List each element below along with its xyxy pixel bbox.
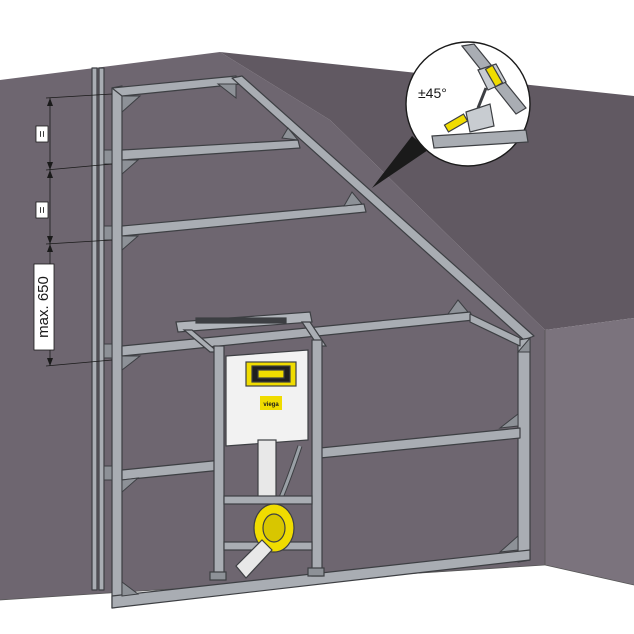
brand-text: viega — [263, 402, 279, 408]
upright-left — [111, 85, 123, 609]
bracket — [121, 95, 142, 114]
bracket — [121, 477, 140, 494]
dim-ext-3 — [45, 239, 113, 245]
detail-callout: ±45° — [372, 41, 531, 188]
cross-rail-2 — [121, 203, 367, 237]
bracket — [121, 159, 140, 176]
equal-mark-upper: = — [35, 130, 49, 137]
upright-right — [517, 337, 531, 563]
wall-rail-left — [91, 67, 98, 591]
detail-yellow-clip-upper — [484, 64, 504, 88]
floor — [0, 565, 634, 634]
bracket — [121, 581, 140, 597]
callout-detail — [431, 43, 529, 149]
bracket — [516, 336, 531, 353]
bracket — [121, 355, 142, 372]
side-wall — [545, 318, 634, 585]
bracket — [121, 235, 140, 252]
equal-mark-box-upper — [35, 125, 49, 143]
bracket — [103, 465, 113, 481]
bracket — [103, 149, 113, 165]
module-foot — [307, 567, 325, 577]
dimension-label: max. 650 — [35, 276, 52, 338]
bottom-rail — [111, 549, 531, 609]
sloped-ceiling — [220, 52, 634, 330]
module-foot — [209, 571, 227, 581]
dim-ext-1 — [45, 93, 113, 99]
equal-mark-box-lower — [35, 201, 49, 219]
brand-badge — [260, 396, 282, 410]
back-wall — [0, 52, 545, 600]
callout-pointer — [372, 136, 428, 188]
waste-elbow-inner — [262, 513, 286, 543]
frame-brackets — [103, 83, 531, 597]
bracket — [343, 191, 363, 207]
module-top-bar-slot — [195, 317, 287, 324]
module-upright-left — [213, 345, 225, 579]
outlet-pipe — [235, 539, 273, 579]
dimension-arrows — [47, 98, 53, 366]
dimension-label-box — [33, 263, 55, 351]
cross-rail-top-right — [469, 313, 521, 347]
dim-ext-2 — [45, 163, 113, 171]
detail-swivel-lower — [465, 103, 495, 133]
bracket — [103, 343, 113, 359]
drain-pipe — [257, 439, 277, 501]
equal-mark-lower: = — [35, 206, 49, 213]
bracket — [498, 534, 519, 553]
module-upright-right — [311, 339, 323, 577]
callout-angle-label: ±45° — [418, 85, 447, 101]
dim-ext-4 — [45, 359, 113, 367]
detail-yellow-clip-lower — [443, 113, 469, 133]
wall-rail-right — [98, 67, 105, 591]
cross-rail-1 — [121, 139, 301, 161]
bracket — [498, 412, 519, 429]
detail-rail-horizontal — [431, 129, 529, 149]
flush-plate-accent — [257, 369, 285, 379]
bracket — [281, 127, 300, 141]
sloped-rail — [231, 75, 535, 341]
bracket — [216, 83, 237, 100]
bracket — [103, 225, 113, 241]
wall-background — [0, 52, 634, 634]
bracket — [446, 299, 469, 315]
mounting-frame — [91, 67, 535, 609]
module-crossbar — [223, 495, 313, 505]
wc-module — [175, 311, 328, 581]
